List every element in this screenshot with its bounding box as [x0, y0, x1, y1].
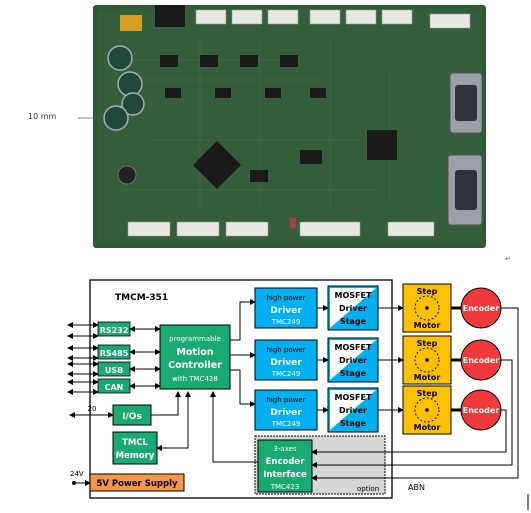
board-photo: 10 mm	[28, 5, 511, 262]
driver-1-line3: TMC249	[271, 318, 301, 326]
driver-2-line3: TMC249	[271, 370, 301, 378]
driver-2-line1: high power	[266, 346, 305, 354]
step-motor-2-line1: Step	[417, 339, 438, 348]
driver-2	[254, 339, 318, 381]
driver-row-1: high power Driver TMC249 MOSFET Driver S…	[254, 283, 502, 333]
mosfet-1-line2: Driver	[339, 304, 367, 313]
ios-label: I/Os	[122, 412, 142, 422]
mosfet-3-line2: Driver	[339, 406, 367, 415]
controller-line2: Motion	[176, 347, 213, 358]
enc-if-line3: Interface	[263, 470, 307, 480]
driver-1-line1: high power	[266, 294, 305, 302]
driver-3-line2: Driver	[270, 408, 302, 418]
motion-controller	[159, 324, 231, 390]
mosfet-2-line3: Stage	[340, 369, 367, 378]
step-motor-3-line1: Step	[417, 389, 438, 398]
step-motor-1-line2: Motor	[414, 321, 441, 330]
scale-label: 10 mm	[28, 112, 57, 121]
step-motor-2-line2: Motor	[414, 373, 441, 382]
controller-line3: Controller	[168, 360, 222, 371]
mosfet-2-line1: MOSFET	[335, 343, 372, 352]
tmcl-line2: Memory	[116, 451, 155, 461]
top-connectors	[195, 9, 471, 29]
power-supply	[89, 473, 185, 492]
supply-voltage: 24V	[70, 470, 84, 478]
power-supply-label: 5V Power Supply	[96, 479, 178, 489]
port-rs485-label: RS485	[100, 349, 129, 358]
driver-3-line3: TMC249	[271, 420, 301, 428]
driver-3-line1: high power	[266, 396, 305, 404]
bottom-connectors	[127, 221, 435, 237]
mosfet-1-line3: Stage	[340, 317, 367, 326]
step-motor-1-line1: Step	[417, 287, 438, 296]
module-title: TMCM-351	[115, 293, 168, 303]
enc-if-line1: 3-axes	[273, 445, 297, 453]
driver-row-3: high power Driver TMC249 MOSFET Driver S…	[254, 385, 502, 435]
enc-if-line2: Encoder	[266, 457, 306, 467]
port-rs232-label: RS232	[100, 326, 129, 335]
encoder-1-label: Encoder	[463, 304, 500, 313]
driver-3	[254, 389, 318, 431]
port-can-label: CAN	[105, 383, 124, 392]
tmcl-line1: TMCL	[122, 438, 148, 448]
driver-1-line2: Driver	[270, 306, 302, 316]
mosfet-3-line1: MOSFET	[335, 393, 372, 402]
enc-if-line4: TMC423	[270, 483, 300, 491]
svg-text:↵: ↵	[505, 255, 511, 262]
port-usb-label: USB	[105, 366, 123, 375]
mosfet-1-line1: MOSFET	[335, 291, 372, 300]
chips	[160, 55, 397, 190]
mosfet-3-line3: Stage	[340, 419, 367, 428]
block-diagram: TMCM-351 RS232 RS485 USB CAN	[67, 279, 529, 510]
encoder-2-label: Encoder	[463, 356, 500, 365]
encoder-3-label: Encoder	[463, 406, 500, 415]
db9-connectors	[447, 72, 483, 226]
option-label: option	[357, 485, 379, 493]
driver-1	[254, 287, 318, 329]
driver-2-line2: Driver	[270, 358, 302, 368]
mosfet-2-line2: Driver	[339, 356, 367, 365]
interface-ports: RS232 RS485 USB CAN	[67, 321, 131, 395]
controller-line1: programmable	[169, 335, 221, 343]
capacitors	[103, 45, 145, 185]
tmcl-memory	[112, 431, 158, 465]
abn-label: ABN	[408, 483, 425, 492]
controller-line4: with TMC428	[172, 375, 218, 383]
step-motor-3-line2: Motor	[414, 423, 441, 432]
driver-row-2: high power Driver TMC249 MOSFET Driver S…	[254, 335, 502, 385]
io-count: 20	[88, 405, 97, 413]
